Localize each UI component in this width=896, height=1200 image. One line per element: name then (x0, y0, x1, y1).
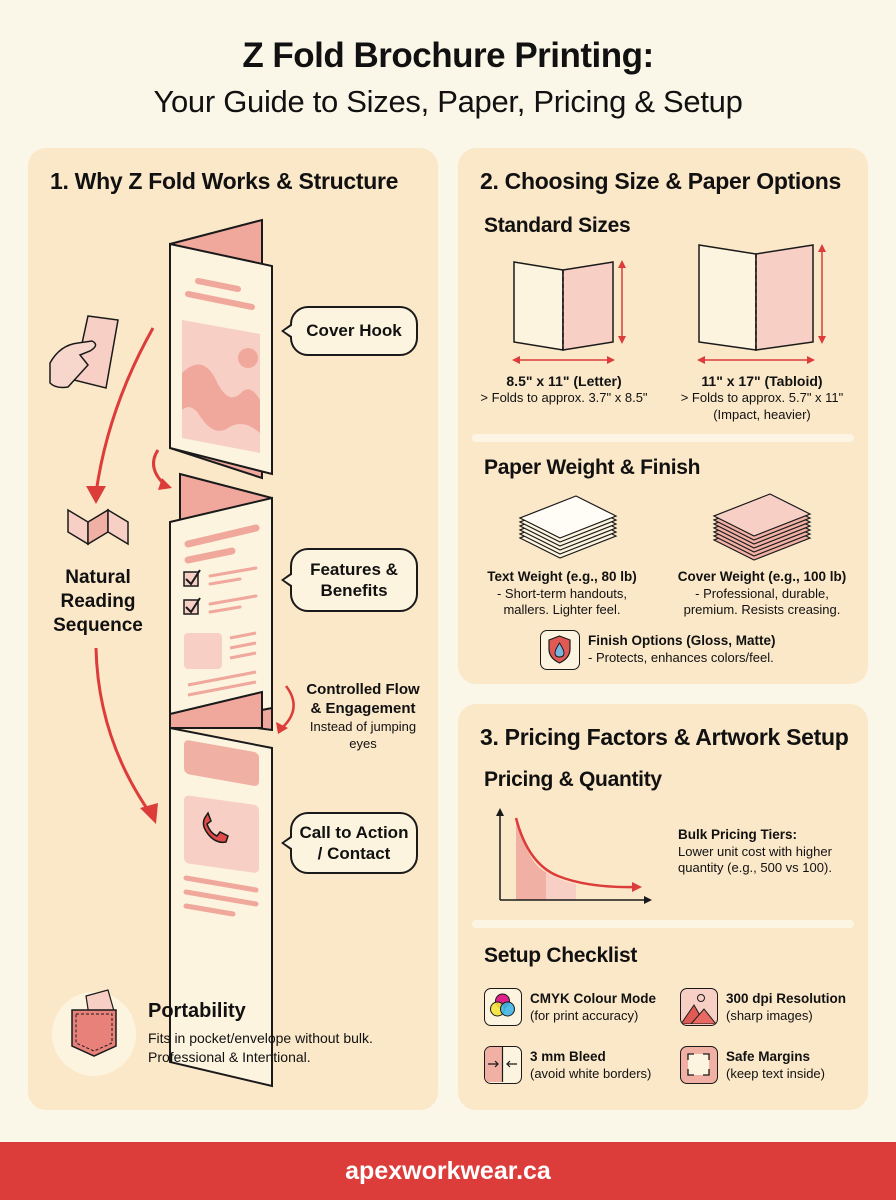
setup-checklist-title: Setup Checklist (484, 944, 638, 967)
finish-options-info: Finish Options (Gloss, Matte) - Protects… (588, 633, 776, 665)
z-fold-brochure-illustration (49, 218, 295, 1088)
size-diagrams (512, 244, 826, 364)
paper-stack-icons (518, 493, 812, 561)
text-weight-stack-icon (518, 495, 618, 559)
natural-reading-sequence-label: Natural Reading Sequence (53, 567, 143, 636)
bulk-pricing-info: Bulk Pricing Tiers: Lower unit cost with… (678, 827, 832, 876)
page-subtitle: Your Guide to Sizes, Paper, Pricing & Se… (153, 84, 743, 119)
divider (472, 434, 854, 442)
header: Z Fold Brochure Printing: Your Guide to … (0, 0, 896, 140)
text-weight-info: Text Weight (e.g., 80 lb) - Short-term h… (487, 569, 637, 618)
footer-url-link[interactable]: apexworkwear.ca (345, 1156, 551, 1185)
section-title: 1. Why Z Fold Works & Structure (50, 168, 399, 194)
bleed-icon (484, 1046, 522, 1084)
image-resolution-icon (680, 988, 718, 1026)
page-title: Z Fold Brochure Printing: (242, 36, 654, 75)
footer-banner: apexworkwear.ca (0, 1142, 896, 1200)
size-letter: 8.5" x 11" (Letter) > Folds to approx. 3… (480, 373, 648, 406)
section-size-paper: 2. Choosing Size & Paper Options Standar… (458, 148, 868, 684)
cover-weight-stack-icon (712, 493, 812, 561)
section-pricing-setup: 3. Pricing Factors & Artwork Setup Prici… (458, 704, 868, 1110)
standard-sizes-title: Standard Sizes (484, 214, 631, 237)
cover-weight-info: Cover Weight (e.g., 100 lb) - Profession… (677, 569, 847, 618)
pricing-curve-chart (496, 808, 652, 904)
paper-weight-title: Paper Weight & Finish (484, 456, 701, 479)
checklist-item-margins: Safe Margins (keep text inside) (726, 1049, 825, 1081)
checklist-item-resolution: 300 dpi Resolution (sharp images) (726, 991, 847, 1023)
finish-shield-icon (540, 630, 580, 670)
section-title: 3. Pricing Factors & Artwork Setup (480, 724, 849, 750)
features-benefits-bubble: Features & Benefits (281, 548, 418, 612)
cover-hook-bubble: Cover Hook (281, 306, 418, 356)
portability-block: Portability Fits in pocket/envelope with… (148, 1000, 373, 1065)
cmyk-icon (484, 988, 522, 1026)
section-why-z-fold: 1. Why Z Fold Works & Structure (28, 148, 438, 1110)
checklist-item-bleed: 3 mm Bleed (avoid white borders) (530, 1049, 652, 1081)
call-to-action-bubble: Call to Action / Contact (281, 812, 418, 874)
safe-margins-icon (680, 1046, 718, 1084)
section-title: 2. Choosing Size & Paper Options (480, 168, 842, 194)
divider (472, 920, 854, 928)
size-tabloid: 11" x 17" (Tabloid) > Folds to approx. 5… (680, 373, 844, 423)
pricing-quantity-title: Pricing & Quantity (484, 768, 662, 791)
controlled-flow-label: Controlled Flow & Engagement Instead of … (306, 681, 420, 751)
checklist-item-cmyk: CMYK Colour Mode (for print accuracy) (530, 991, 656, 1023)
